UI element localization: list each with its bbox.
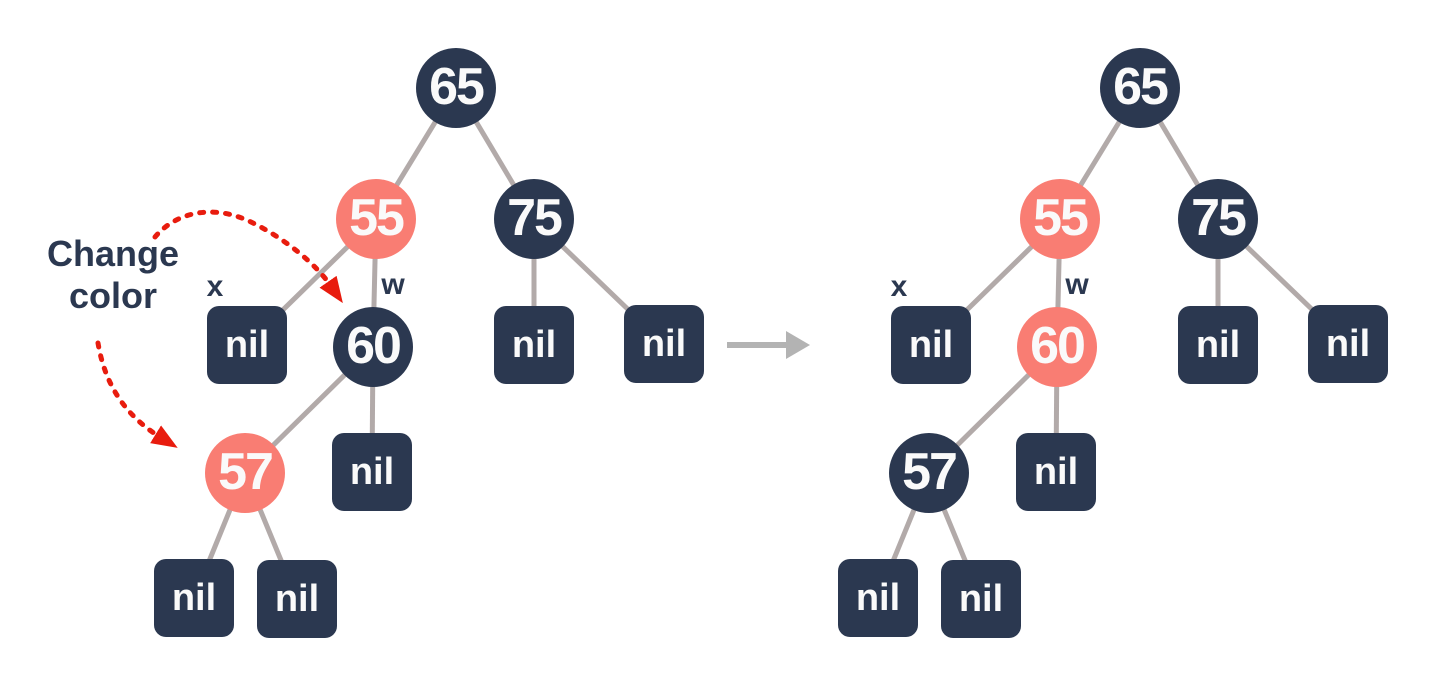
pointer-label-x-after: x: [890, 270, 908, 303]
pointer-label-w-before: w: [381, 268, 405, 301]
tree-node-before-75: 75: [494, 179, 574, 259]
tree-node-before-nil-75L: nil: [494, 306, 574, 384]
annotation-line-2: color: [68, 275, 157, 316]
tree-node-before-65: 65: [416, 48, 496, 128]
transition-arrow-head: [786, 331, 810, 359]
transition-arrow: [727, 331, 810, 359]
tree-node-after-nil-x: nil: [891, 306, 971, 384]
tree-node-after-55: 55: [1020, 179, 1100, 259]
tree-node-after-60: 60: [1017, 307, 1097, 387]
tree-node-after-nil-57L: nil: [838, 559, 918, 637]
tree-node-before-60: 60: [333, 307, 413, 387]
change-color-arrows: [95, 209, 343, 448]
tree-node-after-nil-57R: nil: [941, 560, 1021, 638]
annotation-line-1: Change: [46, 233, 179, 274]
tree-node-after-nil-75L: nil: [1178, 306, 1258, 384]
tree-node-after-nil-60R: nil: [1016, 433, 1096, 511]
tree-node-after-57: 57: [889, 433, 969, 513]
change-color-arrow-to-55: [152, 209, 343, 304]
annotation-change-color: Change color: [13, 233, 213, 317]
tree-node-before-57: 57: [205, 433, 285, 513]
tree-node-before-55: 55: [336, 179, 416, 259]
tree-node-before-nil-75R: nil: [624, 305, 704, 383]
pointer-label-w-after: w: [1065, 268, 1089, 301]
change-color-arrow-to-57: [95, 340, 178, 448]
tree-node-before-nil-60R: nil: [332, 433, 412, 511]
tree-node-before-nil-57L: nil: [154, 559, 234, 637]
pointer-label-x-before: x: [206, 270, 224, 303]
tree-node-after-nil-75R: nil: [1308, 305, 1388, 383]
tree-node-after-65: 65: [1100, 48, 1180, 128]
tree-node-before-nil-57R: nil: [257, 560, 337, 638]
tree-node-before-nil-x: nil: [207, 306, 287, 384]
tree-node-after-75: 75: [1178, 179, 1258, 259]
